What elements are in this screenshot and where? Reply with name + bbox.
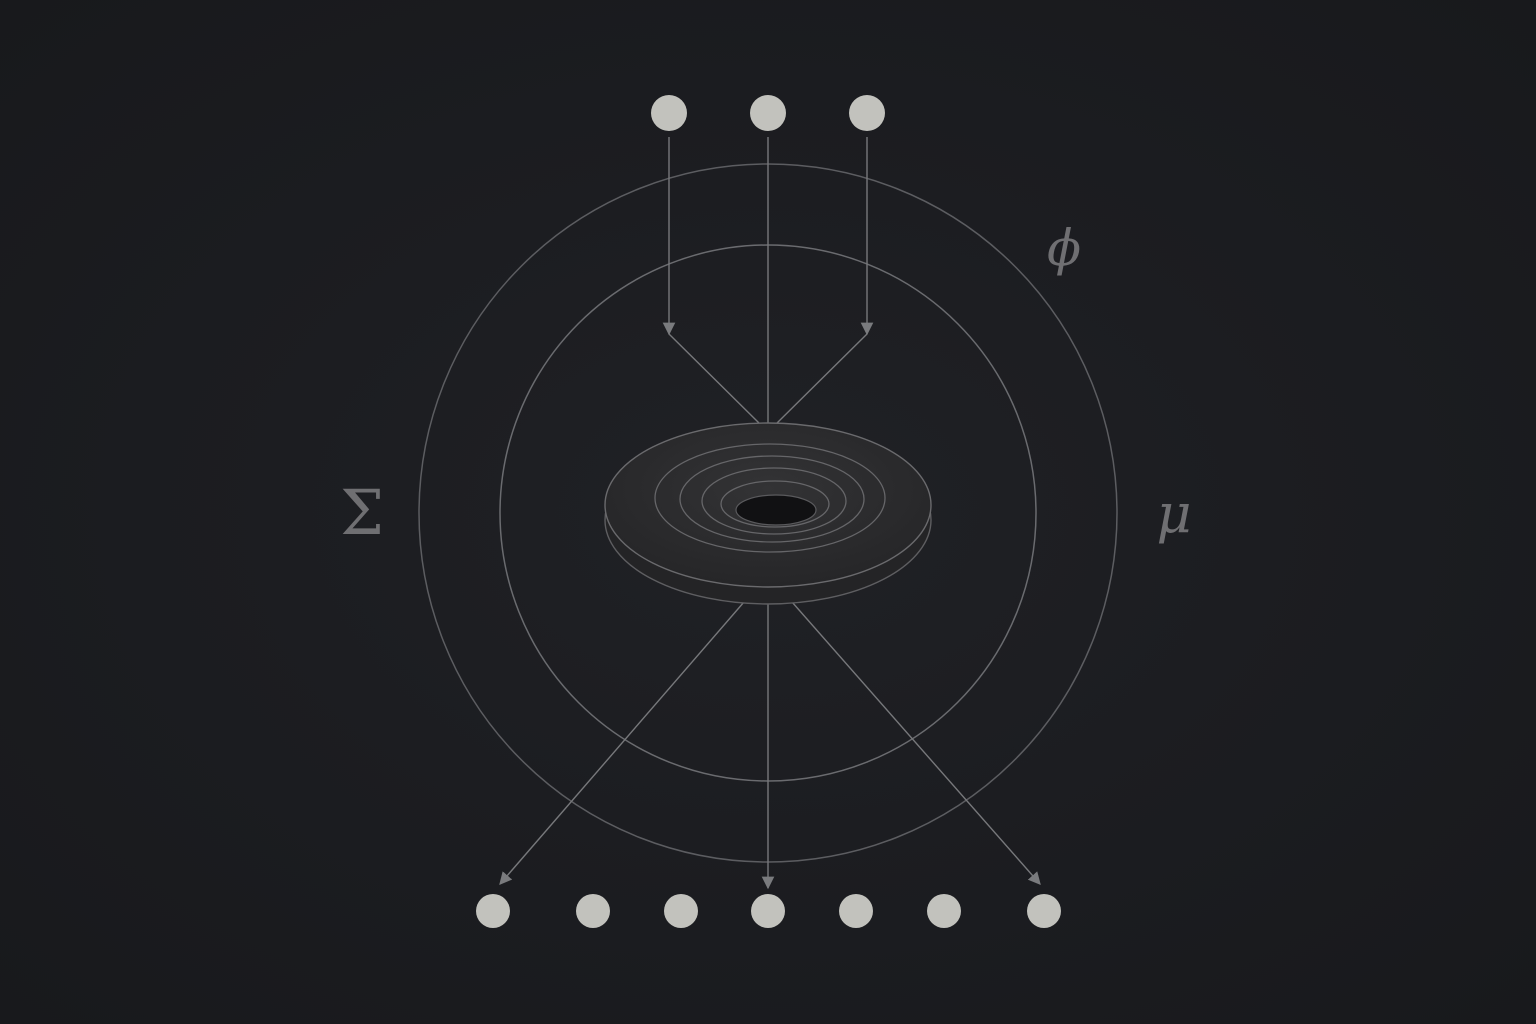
input-converge-left — [668, 333, 761, 425]
output-node — [576, 894, 610, 928]
sigma-symbol: Σ — [340, 476, 384, 549]
output-node — [1027, 894, 1061, 928]
mu-symbol: μ — [1156, 482, 1191, 545]
input-node — [651, 95, 687, 131]
phi-symbol: ϕ — [1047, 219, 1081, 277]
input-node — [750, 95, 786, 131]
input-converge-right — [775, 333, 868, 425]
output-node — [839, 894, 873, 928]
output-connectors — [499, 601, 1041, 890]
output-node — [476, 894, 510, 928]
output-node — [664, 894, 698, 928]
output-nodes — [476, 894, 1061, 928]
output-arrow-right — [791, 601, 1041, 885]
output-node — [927, 894, 961, 928]
output-arrow-left — [499, 601, 745, 885]
input-node — [849, 95, 885, 131]
output-node — [751, 894, 785, 928]
torus-icon — [604, 422, 932, 605]
input-nodes — [651, 95, 885, 131]
input-connectors — [662, 137, 874, 425]
